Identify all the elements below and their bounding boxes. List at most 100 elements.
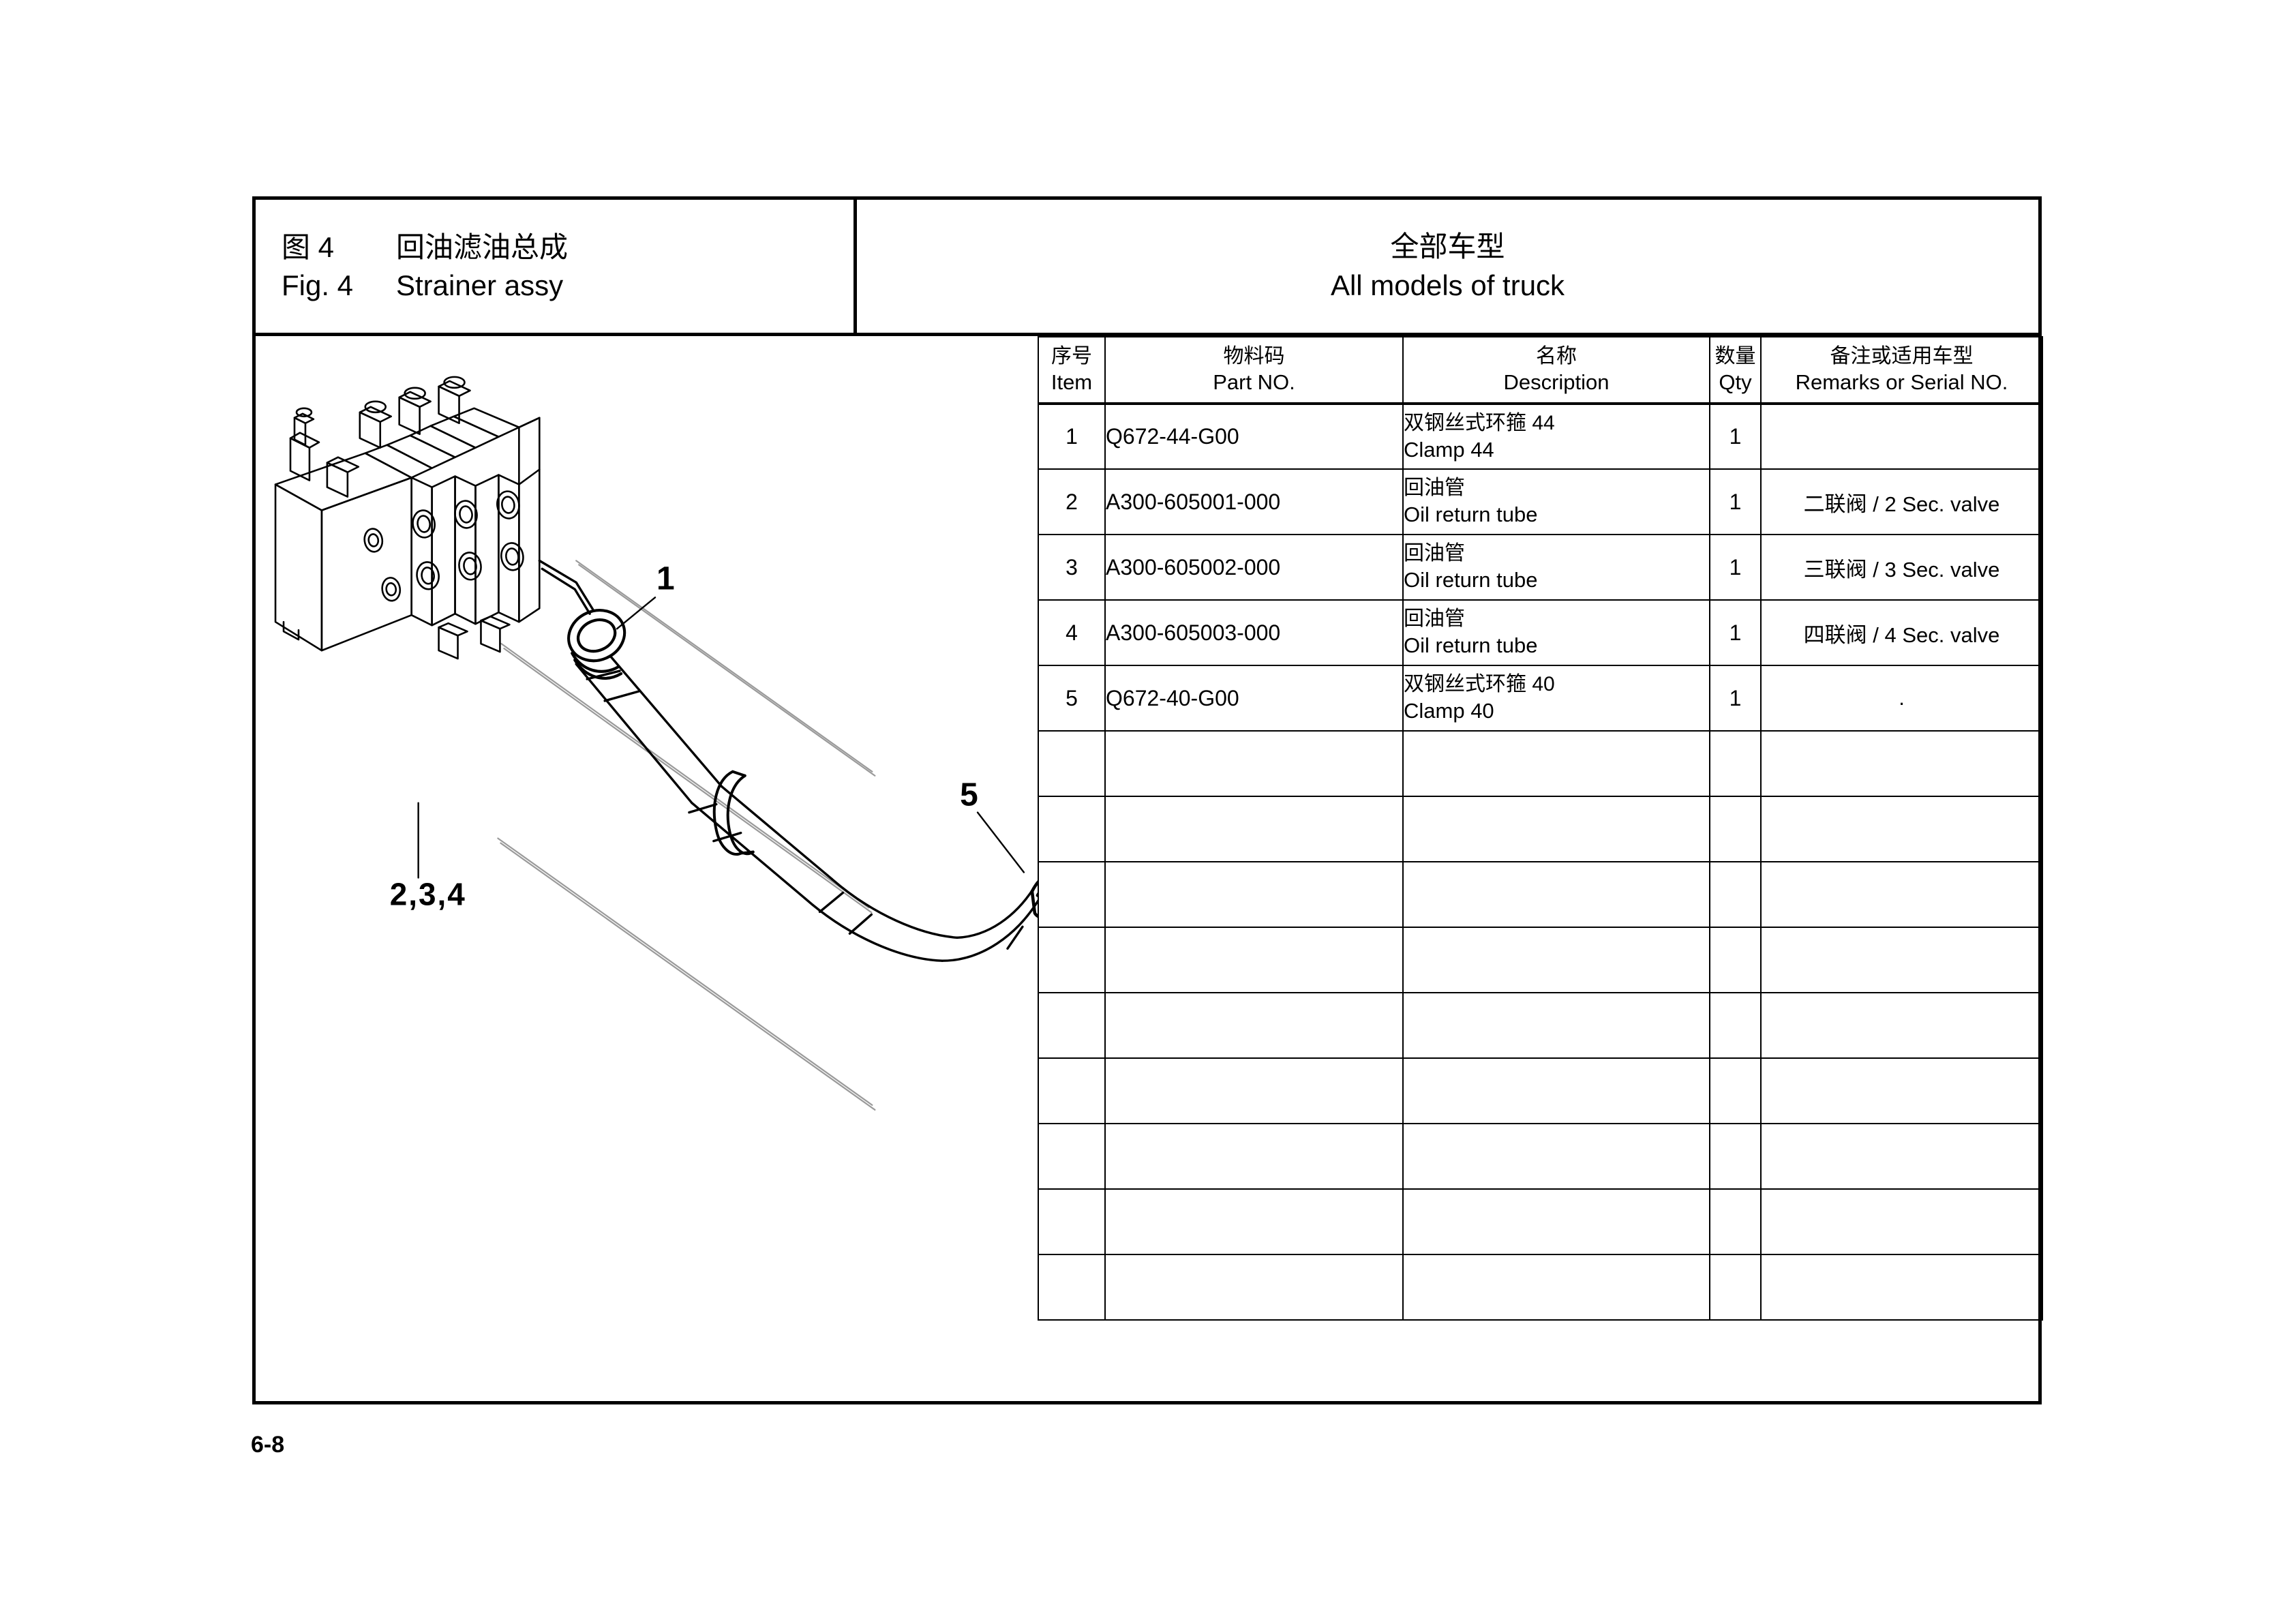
cell-blank (1104, 730, 1404, 797)
callout-label-1: 1 (656, 560, 675, 597)
description-cn: 双钢丝式环箍 40 (1404, 673, 1555, 696)
description-cn: 回油管 (1404, 542, 1465, 565)
cell-blank (1104, 927, 1404, 993)
table-header-row: 序号 Item 物料码 Part NO. 名称 Description 数量 Q… (1038, 336, 2043, 405)
callout-label-234: 2,3,4 (390, 876, 466, 912)
figure-title-block: 图 4 回油滤油总成 Fig. 4 Strainer assy (256, 200, 857, 333)
table-row-blank (1038, 730, 2043, 797)
column-header-remarks: 备注或适用车型 Remarks or Serial NO. (1760, 336, 2043, 405)
cell-blank (1760, 861, 2043, 928)
cell-blank (1104, 861, 1404, 928)
cell-qty: 1 (1709, 665, 1762, 732)
description-en: Oil return tube (1404, 633, 1538, 658)
sheet-body: 1 2,3,4 5 序号 Item 物料码 Part N (256, 336, 2043, 1401)
valve-port-upper-row (412, 490, 520, 539)
cell-blank (1104, 1254, 1404, 1321)
cell-blank (1709, 992, 1762, 1059)
valve-side-ports (363, 528, 402, 602)
cell-remarks: 二联阀 / 2 Sec. valve (1760, 468, 2043, 535)
parts-list-table: 序号 Item 物料码 Part NO. 名称 Description 数量 Q… (1038, 336, 2043, 1321)
column-header-remarks-cn: 备注或适用车型 (1830, 345, 1974, 368)
cell-blank (1038, 861, 1106, 928)
cell-qty: 1 (1709, 534, 1762, 601)
cell-blank (1038, 927, 1106, 993)
cell-description: 双钢丝式环箍 40 Clamp 40 (1402, 665, 1710, 732)
cell-item: 1 (1038, 403, 1106, 470)
cell-remarks: . (1760, 665, 2043, 732)
cell-item: 3 (1038, 534, 1106, 601)
cell-blank (1760, 730, 2043, 797)
valve-relief-fitting (289, 407, 320, 481)
column-header-qty: 数量 Qty (1709, 336, 1762, 405)
clamp-44-part1 (567, 609, 626, 680)
figure-title-chinese-line: 图 4 回油滤油总成 (282, 228, 854, 266)
column-header-item-cn: 序号 (1051, 345, 1092, 368)
column-header-item: 序号 Item (1038, 336, 1106, 405)
cell-blank (1104, 1188, 1404, 1255)
description-en: Clamp 40 (1404, 699, 1494, 723)
cell-part-no: Q672-40-G00 (1104, 665, 1404, 732)
table-row-blank (1038, 861, 2043, 928)
callout-label-5: 5 (960, 777, 978, 813)
column-header-part-no-cn: 物料码 (1223, 345, 1285, 368)
tube-saddle-clip (712, 770, 755, 856)
page-number: 6-8 (251, 1432, 285, 1458)
cell-item: 4 (1038, 599, 1106, 666)
cell-blank (1709, 927, 1762, 993)
cell-blank (1104, 796, 1404, 862)
cell-blank (1402, 1057, 1710, 1124)
table-row-blank (1038, 1123, 2043, 1190)
table-row-blank (1038, 1188, 2043, 1255)
cell-remarks: 三联阀 / 3 Sec. valve (1760, 534, 2043, 601)
figure-name-cn: 回油滤油总成 (396, 231, 569, 264)
cell-blank (1709, 1057, 1762, 1124)
chassis-frame-rail-lower (497, 837, 876, 1111)
drawing-sheet-frame: 图 4 回油滤油总成 Fig. 4 Strainer assy 全部车型 All… (252, 196, 2043, 1404)
cell-qty: 1 (1709, 599, 1762, 666)
cell-blank (1402, 730, 1710, 797)
valve-port-lower-row (416, 542, 524, 590)
cell-blank (1709, 1123, 1762, 1190)
cell-blank (1709, 796, 1762, 862)
cell-blank (1760, 992, 2043, 1059)
description-en: Oil return tube (1404, 568, 1538, 592)
chassis-frame-rail-middle (500, 643, 873, 914)
valve-cap-nuts (326, 376, 471, 498)
cell-blank (1402, 927, 1710, 993)
cell-blank (1402, 1123, 1710, 1190)
callout-leaders (417, 597, 1025, 879)
cell-blank (1038, 992, 1106, 1059)
column-header-remarks-en: Remarks or Serial NO. (1795, 370, 2008, 394)
figure-tag-en: Fig. 4 (282, 269, 354, 301)
cell-blank (1760, 1123, 2043, 1190)
cell-remarks (1760, 403, 2043, 470)
cell-blank (1402, 992, 1710, 1059)
column-header-part-no-en: Part NO. (1213, 370, 1295, 394)
column-header-qty-en: Qty (1719, 370, 1752, 394)
cell-blank (1760, 796, 2043, 862)
cell-part-no: A300-605003-000 (1104, 599, 1404, 666)
cell-blank (1038, 1123, 1106, 1190)
cell-blank (1038, 730, 1106, 797)
cell-blank (1709, 861, 1762, 928)
cell-blank (1760, 1057, 2043, 1124)
figure-title-english-line: Fig. 4 Strainer assy (282, 267, 854, 304)
cell-blank (1038, 1188, 1106, 1255)
column-header-part-no: 物料码 Part NO. (1104, 336, 1404, 405)
cell-blank (1038, 796, 1106, 862)
control-valve-block (274, 376, 541, 660)
column-header-qty-cn: 数量 (1715, 345, 1756, 368)
model-label-cn: 全部车型 (1390, 230, 1505, 262)
cell-blank (1104, 1123, 1404, 1190)
description-en: Clamp 44 (1404, 437, 1494, 462)
strainer-assembly-drawing: 1 2,3,4 5 (274, 376, 1038, 1111)
cell-remarks: 四联阀 / 4 Sec. valve (1760, 599, 2043, 666)
